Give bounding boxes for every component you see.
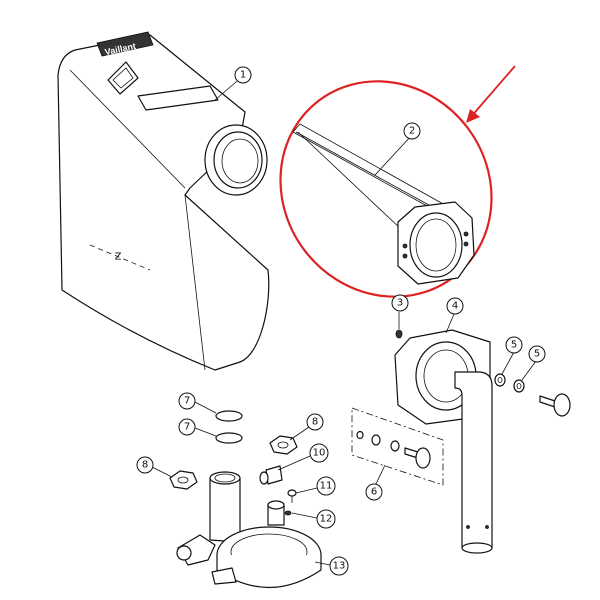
callout-7-upper-label: 7 bbox=[184, 396, 190, 407]
callout-8-right bbox=[306, 413, 324, 431]
callout-11 bbox=[316, 476, 336, 496]
part-8-nut-right bbox=[269, 435, 298, 455]
callout-10 bbox=[309, 443, 329, 463]
callout-12 bbox=[316, 509, 336, 529]
callout-7-upper bbox=[178, 392, 196, 410]
callout-13 bbox=[329, 556, 349, 576]
callout-1-label: 1 bbox=[240, 70, 246, 81]
part-3-washer bbox=[395, 329, 403, 339]
callout-2 bbox=[403, 122, 421, 140]
callout-8-left bbox=[136, 456, 154, 474]
callout-8-left-label: 8 bbox=[142, 460, 148, 471]
part-7-o-ring-upper bbox=[215, 410, 243, 422]
callout-5-left bbox=[505, 336, 523, 354]
callout-5-right bbox=[528, 345, 546, 363]
part-10-nipple bbox=[259, 465, 283, 485]
callout-1 bbox=[234, 66, 252, 84]
callout-3 bbox=[391, 294, 409, 312]
callout-6-label: 6 bbox=[371, 487, 377, 498]
part-12-washer bbox=[284, 510, 292, 516]
highlight-ellipse bbox=[279, 80, 493, 298]
part-13-base bbox=[176, 471, 322, 588]
callout-7-lower-label: 7 bbox=[184, 422, 190, 433]
callout-3-label: 3 bbox=[397, 298, 403, 309]
part-1-housing: Vaillant Z bbox=[57, 31, 270, 371]
callout-2-label: 2 bbox=[409, 126, 415, 137]
callout-13-label: 13 bbox=[333, 561, 346, 572]
callout-4-label: 4 bbox=[452, 301, 458, 312]
callout-11-label: 11 bbox=[320, 481, 333, 492]
pointer-arrow bbox=[466, 65, 516, 123]
callout-12-label: 12 bbox=[320, 514, 333, 525]
part-6-fixing-kit bbox=[351, 407, 444, 486]
part-7-o-ring-lower bbox=[215, 432, 243, 444]
svg-text:Z: Z bbox=[115, 252, 122, 263]
part-2-filter bbox=[292, 123, 475, 285]
part-4-mount bbox=[394, 329, 493, 554]
callout-5-right-label: 5 bbox=[534, 349, 540, 360]
part-8-nut-left bbox=[169, 470, 198, 490]
part-5-hardware bbox=[494, 373, 571, 417]
callout-5-left-label: 5 bbox=[511, 340, 517, 351]
callout-4 bbox=[446, 297, 464, 315]
callout-10-label: 10 bbox=[313, 448, 326, 459]
callout-6 bbox=[365, 483, 383, 501]
part-11-screw bbox=[287, 489, 297, 503]
callout-7-lower bbox=[178, 418, 196, 436]
callout-8-right-label: 8 bbox=[312, 417, 318, 428]
callouts: 1 2 3 4 5 5 6 7 7 8 8 10 bbox=[136, 66, 546, 576]
